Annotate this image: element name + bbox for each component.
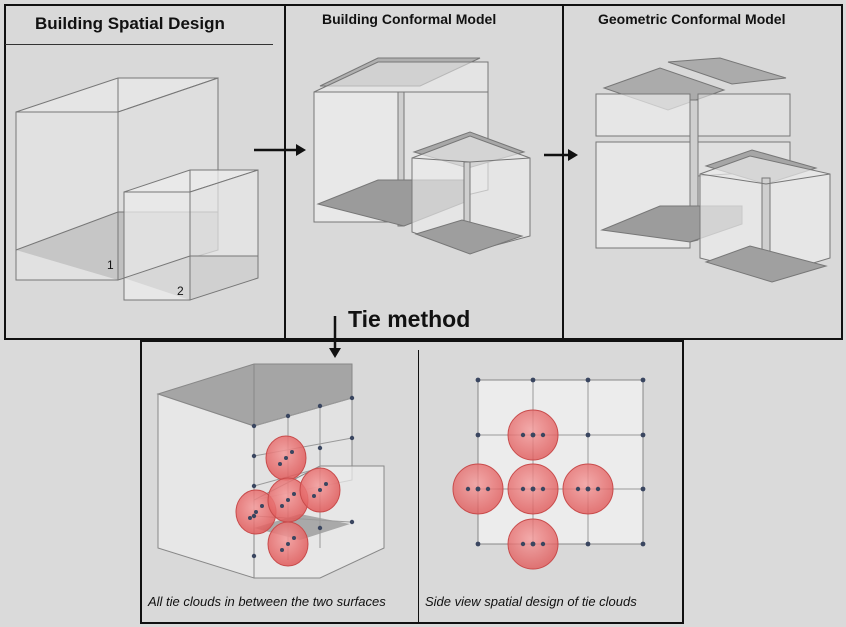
tie-node [292, 492, 296, 496]
grid-nodes-side-view [465, 377, 646, 547]
tie-node [540, 432, 546, 438]
tie-node [540, 486, 546, 492]
grid-node [585, 432, 591, 438]
grid-node [585, 377, 591, 383]
grid-node [251, 423, 257, 429]
tie-node [254, 510, 258, 514]
title-underline [5, 44, 273, 45]
arrow-right-2 [544, 149, 578, 161]
tie-node [290, 450, 294, 454]
tie-clouds-3d [235, 395, 355, 567]
caption-tie-clouds-3d: All tie clouds in between the two surfac… [148, 594, 386, 609]
grid-node [251, 513, 257, 519]
big-cube-front [15, 111, 119, 281]
cube-label-2: 2 [177, 284, 184, 298]
tie-node [520, 432, 526, 438]
grid-node [585, 486, 591, 492]
tie-node [575, 486, 581, 492]
spatial-design-cubes [15, 77, 259, 301]
tie-panel-divider [418, 350, 419, 622]
tie-node [278, 462, 282, 466]
tie-node [324, 482, 328, 486]
grid-node [585, 541, 591, 547]
grid-node [317, 445, 323, 451]
title-building-spatial-design: Building Spatial Design [35, 14, 225, 33]
caption-side-view: Side view spatial design of tie clouds [425, 594, 637, 609]
grid-node [349, 435, 355, 441]
tie-node [465, 486, 471, 492]
tie-node [318, 488, 322, 492]
tie-node [286, 498, 290, 502]
grid-node [640, 377, 646, 383]
tie-node [286, 542, 290, 546]
grid-node [640, 541, 646, 547]
grid-node [251, 453, 257, 459]
tie-node [260, 504, 264, 508]
tie-node [595, 486, 601, 492]
grid-node [251, 553, 257, 559]
cube-label-1: 1 [107, 258, 114, 272]
grid-node [317, 403, 323, 409]
grid-node [530, 541, 536, 547]
tie-node [485, 486, 491, 492]
tie-node [540, 541, 546, 547]
grid-node [349, 395, 355, 401]
grid-node [640, 432, 646, 438]
conformal-model-cubes [313, 57, 531, 255]
tie-node [280, 504, 284, 508]
grid-node [530, 377, 536, 383]
grid-node [475, 541, 481, 547]
geometric-model-parts [595, 57, 831, 283]
side-view-grid [477, 379, 644, 545]
grid-node [317, 525, 323, 531]
title-geometric-conformal-model: Geometric Conformal Model [598, 11, 786, 27]
grid-node [530, 432, 536, 438]
arrow-right-1 [254, 144, 306, 156]
grid-node [475, 486, 481, 492]
grid-node [640, 486, 646, 492]
tie-node [312, 494, 316, 498]
tie-node [280, 548, 284, 552]
grid-node [349, 519, 355, 525]
tie-node [284, 456, 288, 460]
title-building-conformal-model: Building Conformal Model [322, 11, 497, 27]
grid-node [251, 483, 257, 489]
tie-method-label: Tie method [348, 306, 471, 332]
grid-node [530, 486, 536, 492]
grid-node [475, 377, 481, 383]
grid-node [475, 432, 481, 438]
arrow-down [329, 316, 341, 358]
tie-node [292, 536, 296, 540]
grid-node [285, 413, 291, 419]
tie-node [520, 486, 526, 492]
tie-node [248, 516, 252, 520]
tie-node [520, 541, 526, 547]
